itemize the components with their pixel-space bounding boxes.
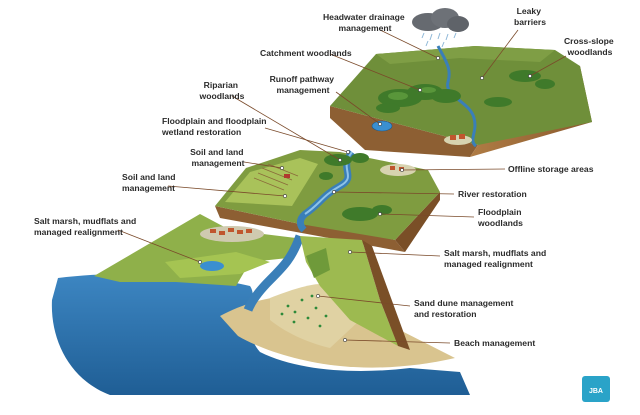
- floodplain-woodlands-trees: [342, 205, 392, 221]
- label-riparian-woodlands: Riparian woodlands: [199, 80, 245, 101]
- sea: [51, 273, 470, 395]
- label-floodplain-woodlands: Floodplain woodlands: [477, 207, 524, 228]
- riparian-woodlands-trees: [319, 153, 369, 180]
- label-soil-land-management-2: Soil and land management: [122, 172, 178, 193]
- rain-cloud-icon: [412, 8, 469, 48]
- tractor-icon: [284, 174, 290, 178]
- labels: Headwater drainage management Leaky barr…: [34, 6, 616, 348]
- marsh-pond: [200, 261, 224, 271]
- runoff-pond: [371, 120, 393, 132]
- label-leaky-barriers: Leaky barriers: [514, 6, 546, 27]
- label-headwater-drainage: Headwater drainage management: [323, 12, 407, 33]
- label-salt-marsh-left: Salt marsh, mudflats and managed realign…: [34, 216, 139, 237]
- leader-lines: [117, 29, 567, 344]
- label-floodplain-wetland: Floodplain and floodplain wetland restor…: [161, 116, 269, 137]
- label-river-restoration: River restoration: [458, 189, 527, 199]
- floodplain-side-face: [395, 192, 440, 252]
- label-cross-slope-woodlands: Cross-slope woodlands: [564, 36, 616, 57]
- label-salt-marsh-right: Salt marsh, mudflats and managed realign…: [444, 248, 549, 269]
- label-offline-storage: Offline storage areas: [508, 164, 594, 174]
- cross-slope-woodlands-trees: [484, 70, 555, 107]
- label-soil-land-management-1: Soil and land management: [190, 147, 246, 168]
- label-beach-management: Beach management: [454, 338, 535, 348]
- leader-dots: [198, 56, 532, 342]
- upland-catchment-block: [330, 45, 592, 157]
- estuary-channel: [243, 234, 305, 312]
- upland-front-face: [330, 106, 478, 157]
- jba-logo: JBA: [582, 376, 610, 402]
- dune-vegetation: [280, 294, 328, 328]
- label-catchment-woodlands: Catchment woodlands: [260, 48, 352, 58]
- label-sand-dune: Sand dune management and restoration: [414, 298, 516, 319]
- logo-text: JBA: [589, 388, 603, 395]
- offline-storage-area: [380, 164, 416, 176]
- upland-farm: [444, 134, 472, 145]
- label-runoff-pathway: Runoff pathway management: [270, 74, 337, 95]
- field-furrows: [253, 163, 299, 191]
